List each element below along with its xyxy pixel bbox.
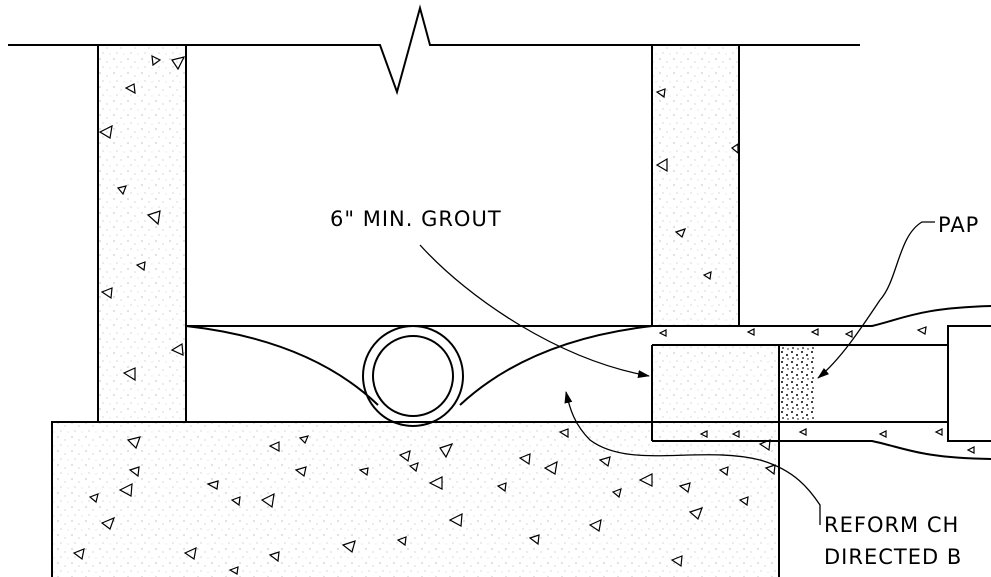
channel-left-fillet — [185, 325, 379, 406]
left-wall-fill — [98, 45, 186, 423]
grout-leader — [419, 244, 650, 378]
left-wall-outline — [97, 45, 187, 423]
reform-label-line1: REFORM CH — [824, 513, 959, 537]
pipe-outer — [362, 325, 464, 427]
pipe-wall-top — [652, 305, 991, 327]
grout-label: 6" MIN. GROUT — [330, 207, 502, 231]
right-wall-fill — [652, 45, 739, 326]
reform-label-line2: DIRECTED B — [824, 545, 962, 569]
ground-break-line — [8, 4, 860, 96]
right-wall-outline — [651, 45, 740, 326]
pipe-wall-bottom — [652, 440, 991, 460]
aggregate-symbols — [72, 54, 975, 575]
base-slab-fill — [52, 422, 779, 577]
reform-leader — [564, 391, 821, 525]
pipe-end-outline — [947, 325, 991, 442]
base-slab-outline — [51, 421, 780, 577]
channel-right-fillet — [459, 325, 653, 406]
grout-plug-fill — [652, 345, 779, 422]
paper-label: PAP — [938, 213, 979, 237]
grout-plug-outline — [651, 345, 780, 441]
pipe-inner — [372, 335, 454, 417]
joint-material — [780, 345, 816, 422]
paper-leader — [817, 221, 935, 379]
